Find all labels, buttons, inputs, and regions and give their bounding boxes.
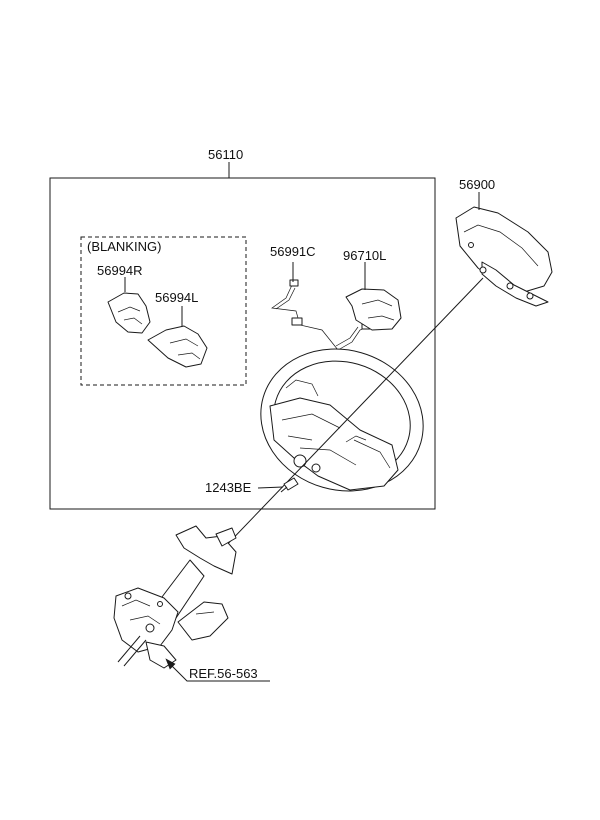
label-blanking-right: 56994R: [97, 263, 143, 278]
blanking-cover-right: [107, 292, 151, 334]
label-bolt: 1243BE: [205, 480, 252, 495]
assembly-axis-line: [219, 277, 484, 553]
steering-switch-left: [345, 288, 402, 331]
steering-column: [113, 525, 237, 669]
steering-wheel: [260, 348, 424, 492]
main-assembly-box: [49, 177, 436, 510]
label-wiring-harness: 56991C: [270, 244, 316, 259]
blanking-cover-left: [147, 325, 208, 368]
column-reference-leader: [169, 663, 270, 682]
label-blanking-group: (BLANKING): [87, 239, 161, 254]
blanking-group-box: [80, 236, 247, 386]
bolt: [280, 477, 299, 493]
column-reference-arrow: [165, 658, 176, 670]
label-column-reference: REF.56-563: [189, 666, 258, 681]
bolt-leader: [257, 486, 284, 489]
airbag-module: [455, 206, 553, 307]
label-main-assembly: 56110: [208, 147, 243, 162]
label-blanking-left: 56994L: [155, 290, 198, 305]
label-switch-left: 96710L: [343, 248, 386, 263]
label-airbag-module: 56900: [459, 177, 495, 192]
